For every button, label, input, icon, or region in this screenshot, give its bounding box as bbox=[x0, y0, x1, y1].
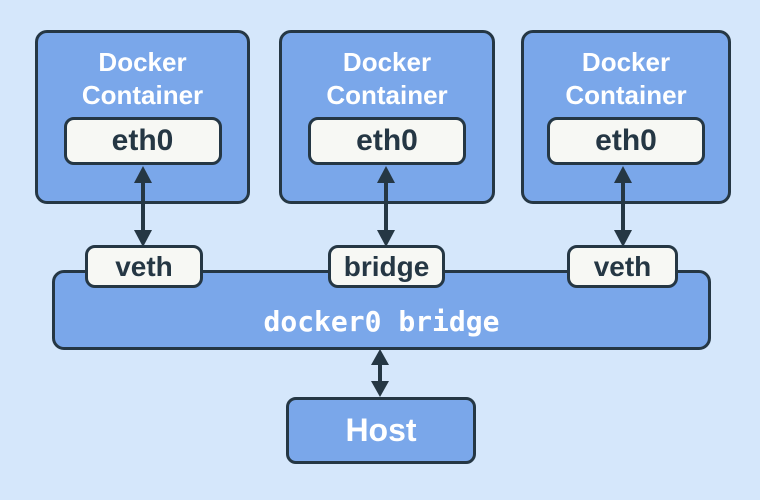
eth0-interface-box: eth0 bbox=[308, 117, 466, 165]
docker-container-node-2: Docker Container eth0 bbox=[279, 30, 495, 204]
eth0-interface-box: eth0 bbox=[63, 117, 222, 165]
docker-container-node-3: Docker Container eth0 bbox=[521, 30, 731, 204]
eth0-interface-box: eth0 bbox=[547, 117, 705, 165]
container-title: Docker Container bbox=[326, 47, 448, 110]
docker-container-node-1: Docker Container eth0 bbox=[35, 30, 250, 204]
host-node: Host bbox=[286, 397, 476, 464]
container-title: Docker Container bbox=[565, 47, 687, 110]
arrow-bridge-host bbox=[371, 349, 389, 397]
veth-label-right: veth bbox=[567, 245, 678, 288]
host-label: Host bbox=[345, 412, 417, 448]
container-title: Docker Container bbox=[81, 47, 204, 110]
veth-label-left: veth bbox=[85, 245, 203, 288]
docker0-bridge-label: docker0 bridge bbox=[263, 304, 500, 338]
bridge-label-middle: bridge bbox=[328, 245, 445, 288]
